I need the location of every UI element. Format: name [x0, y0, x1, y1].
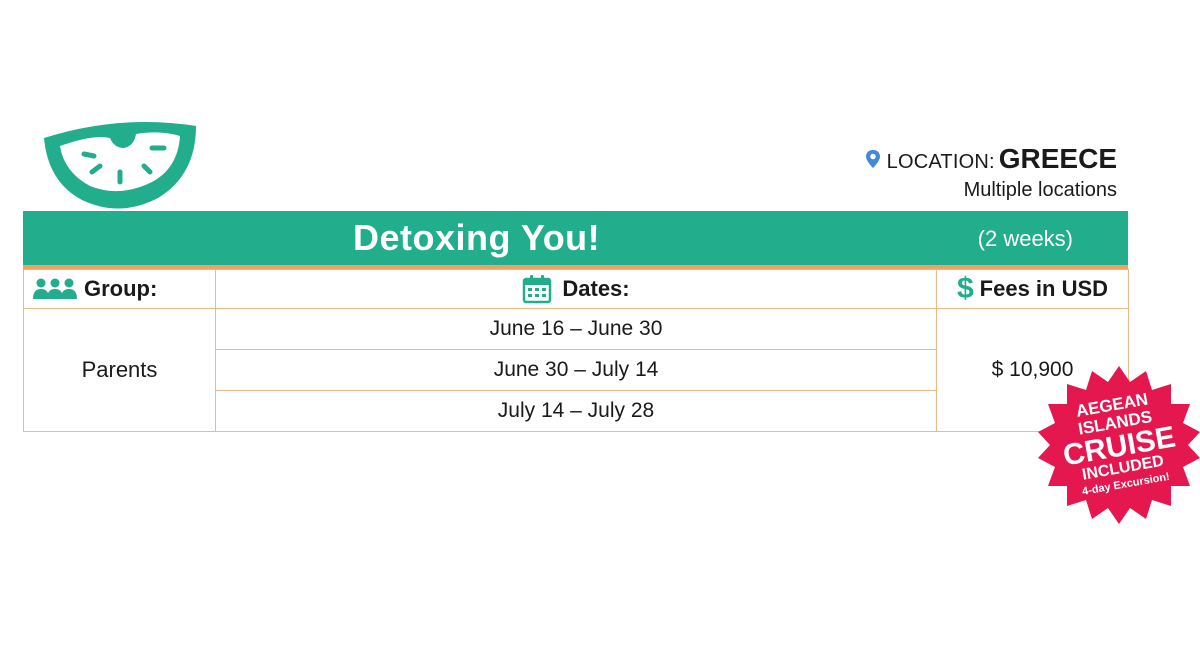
location-block: LOCATION: GREECE Multiple locations — [865, 143, 1117, 202]
group-header-label: Group: — [84, 276, 158, 301]
schedule-table: Group: Dates: $ Fe — [23, 269, 1129, 432]
group-header: Group: — [23, 269, 216, 309]
table-row: Parents June 16 – June 30 $ 10,900 — [23, 308, 1129, 432]
badge-starburst — [1038, 366, 1200, 524]
date-cell: June 30 – July 14 — [215, 349, 937, 391]
people-group-icon — [33, 278, 77, 299]
dates-header: Dates: — [215, 269, 937, 309]
calendar-icon — [523, 275, 552, 304]
fees-header: $ Fees in USD — [936, 269, 1129, 309]
fees-header-label: Fees in USD — [979, 276, 1109, 301]
table-row: July 14 – July 28 — [24, 390, 1129, 432]
table-header-row: Group: Dates: $ Fe — [23, 269, 1129, 309]
date-cell: June 16 – June 30 — [215, 308, 937, 350]
location-value: GREECE — [998, 143, 1117, 174]
program-title: Detoxing You! — [353, 217, 601, 258]
banner-divider — [23, 265, 1128, 269]
date-cell: July 14 – July 28 — [215, 390, 937, 432]
map-pin-icon — [865, 150, 880, 168]
watermelon-slice-icon — [44, 122, 196, 209]
program-duration: (2 weeks) — [977, 226, 1073, 251]
group-cell: Parents — [23, 308, 216, 432]
location-label: LOCATION: — [886, 151, 995, 173]
program-banner: Detoxing You! (2 weeks) — [23, 211, 1128, 265]
cruise-badge: AEGEAN ISLANDS CRUISE INCLUDED 4-day Exc… — [1038, 366, 1200, 524]
dollar-icon: $ — [956, 272, 974, 305]
location-subtitle: Multiple locations — [963, 179, 1117, 201]
dates-header-label: Dates: — [562, 276, 630, 301]
